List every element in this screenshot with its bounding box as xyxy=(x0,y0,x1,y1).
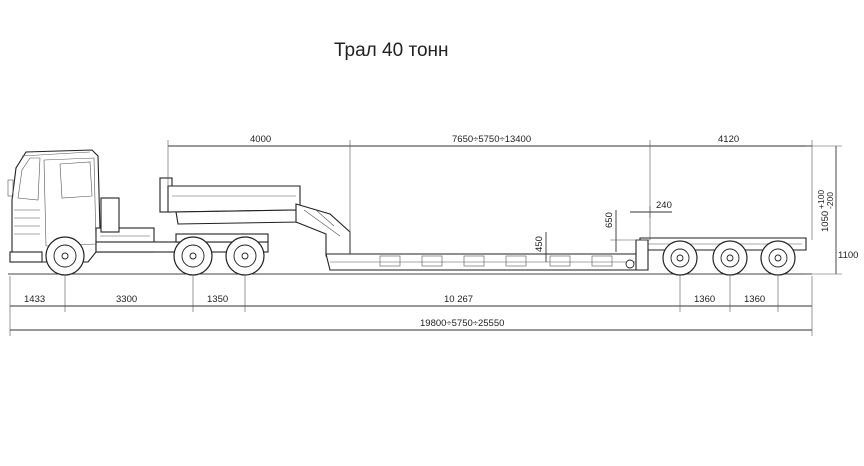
dim-top-right: 4120 xyxy=(718,134,739,145)
trailer-axle-wheel-3 xyxy=(760,240,796,276)
dim-top-left: 4000 xyxy=(250,134,271,145)
bottom-dimension-lines xyxy=(9,276,813,336)
dim-bottom-5: 1360 xyxy=(694,294,715,305)
dim-right-height-minus: -200 xyxy=(825,192,835,209)
trailer-lowbed-deck xyxy=(325,253,641,271)
dim-bottom-6: 1360 xyxy=(744,294,765,305)
dim-bottom-1: 1433 xyxy=(24,294,45,305)
dim-top-middle: 7650÷5750÷13400 xyxy=(452,134,531,145)
trailer-axle-wheel-1 xyxy=(662,240,698,276)
dim-bottom-4: 10 267 xyxy=(444,294,473,305)
tractor-drive-wheel-2 xyxy=(225,236,265,276)
drawing-title: Трал 40 тонн xyxy=(334,40,449,61)
tractor-front-wheel xyxy=(45,236,85,276)
tractor-drive-wheel-1 xyxy=(173,236,213,276)
dim-bottom-3: 1350 xyxy=(207,294,228,305)
dim-step-offset: 240 xyxy=(656,200,672,211)
dim-right-height-plus: +100 xyxy=(816,190,826,209)
dim-bottom-2: 3300 xyxy=(116,294,137,305)
dim-right-total-height: 1100 xyxy=(838,250,858,261)
trailer-gooseneck xyxy=(159,177,351,257)
top-dimension-lines xyxy=(167,140,842,275)
dim-overall: 19800÷5750÷25550 xyxy=(420,318,504,329)
dim-deck-height: 450 xyxy=(534,236,545,252)
dim-neck-height: 650 xyxy=(604,212,615,228)
dim-right-height: 1050 xyxy=(820,211,831,232)
trailer-axle-wheel-2 xyxy=(712,240,748,276)
